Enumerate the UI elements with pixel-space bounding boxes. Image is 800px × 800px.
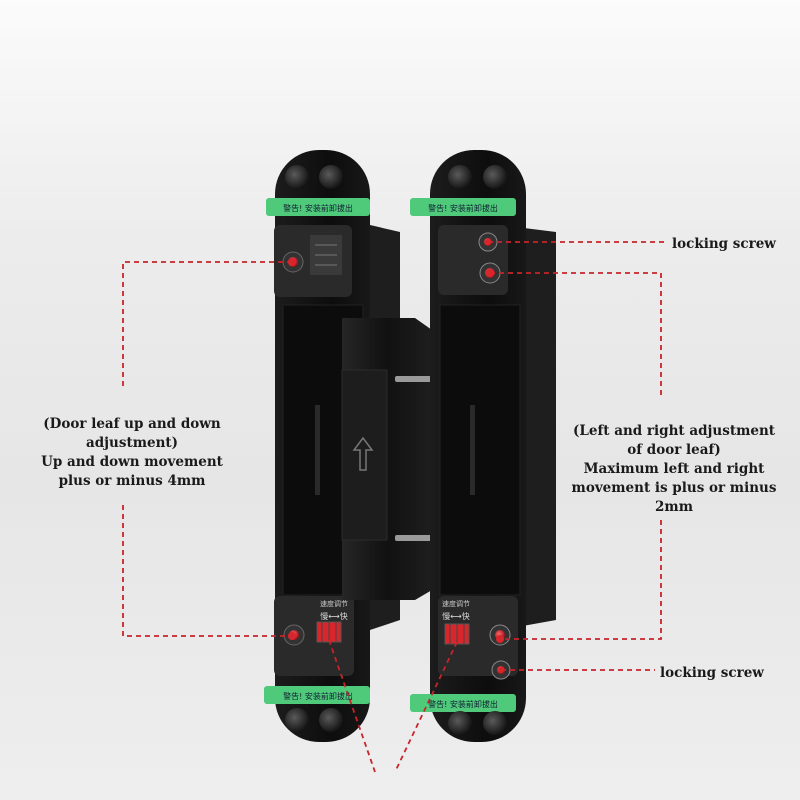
right-bracket-line bbox=[490, 272, 662, 395]
label-line: Up and down movement bbox=[41, 454, 223, 470]
mounting-hole bbox=[319, 165, 343, 189]
up-down-adjustment-label: (Door leaf up and down adjustment) Up an… bbox=[18, 415, 246, 491]
speed-scale: 慢⟷快 bbox=[442, 611, 469, 621]
mounting-hole bbox=[483, 165, 507, 189]
label-line: plus or minus 4mm bbox=[58, 473, 206, 489]
mounting-hole bbox=[483, 711, 507, 735]
tag-text: 警告! 安装前卸拔出 bbox=[428, 699, 498, 709]
left-bracket-line bbox=[122, 505, 292, 637]
hinge-knuckle bbox=[341, 318, 433, 600]
locking-screw-label-top: locking screw bbox=[672, 236, 776, 252]
label-line: (Door leaf up and down bbox=[43, 416, 221, 432]
speed-label: 速度调节 bbox=[320, 599, 348, 608]
green-warning-tag bbox=[266, 198, 370, 216]
mounting-hole bbox=[448, 165, 472, 189]
annotation-lines bbox=[122, 241, 665, 773]
speed-dial-pointer bbox=[394, 641, 458, 773]
left-bracket-line bbox=[122, 261, 292, 388]
locking-screw-label-bottom: locking screw bbox=[660, 665, 764, 681]
label-line: (Left and right adjustment bbox=[573, 423, 775, 439]
mounting-hole bbox=[285, 165, 309, 189]
label-line: 2mm bbox=[655, 499, 693, 515]
label-line: Maximum left and right bbox=[583, 461, 765, 477]
left-right-adjustment-label: (Left and right adjustment of door leaf)… bbox=[552, 422, 796, 517]
mounting-hole bbox=[285, 708, 309, 732]
mounting-hole bbox=[319, 708, 343, 732]
green-warning-tag bbox=[264, 686, 370, 704]
label-line: movement is plus or minus bbox=[571, 480, 777, 496]
up-arrow-icon bbox=[352, 436, 374, 471]
label-line: of door leaf) bbox=[627, 442, 721, 458]
right-hinge-leaf: 警告! 安装前卸拔出 速度调节 慢⟷快 警告! 安装前卸拔出 bbox=[410, 150, 556, 742]
label-line: adjustment) bbox=[85, 435, 179, 451]
tag-text: 警告! 安装前卸拔出 bbox=[428, 203, 498, 213]
speed-label: 速度调节 bbox=[442, 599, 470, 608]
tag-text: 警告! 安装前卸拔出 bbox=[283, 203, 353, 213]
green-warning-tag bbox=[410, 694, 516, 712]
right-bracket-line bbox=[500, 520, 662, 640]
speed-scale: 慢⟷快 bbox=[320, 611, 347, 621]
tag-text: 警告! 安装前卸拔出 bbox=[283, 691, 353, 701]
mounting-hole bbox=[448, 711, 472, 735]
green-warning-tag bbox=[410, 198, 516, 216]
